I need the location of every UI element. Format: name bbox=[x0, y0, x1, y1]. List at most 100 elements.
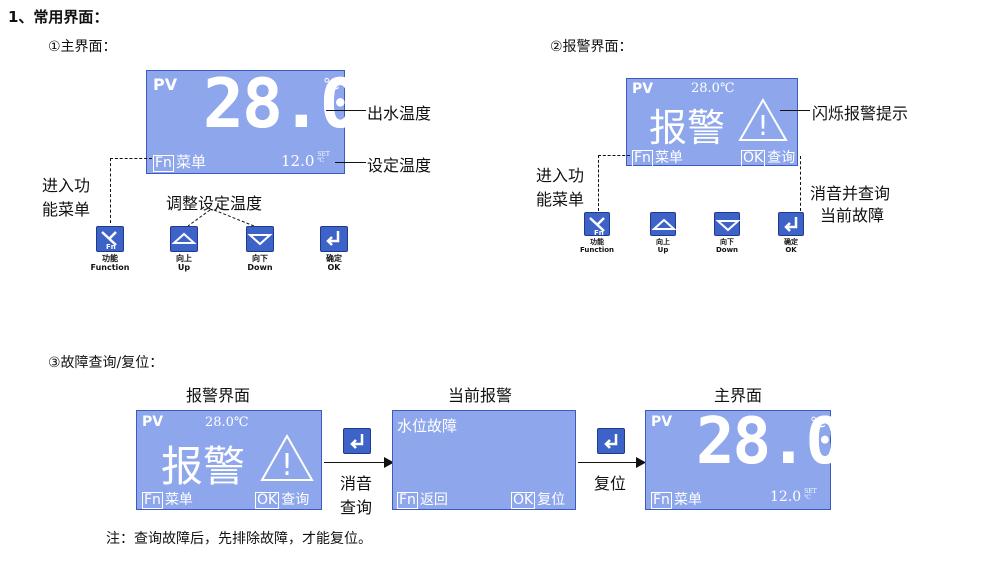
alarm-text: 报警 bbox=[161, 442, 246, 491]
set-sup: SET℃ bbox=[317, 151, 330, 164]
label-mute: 消音 bbox=[340, 474, 373, 493]
ok-button-arrow1[interactable] bbox=[343, 428, 371, 454]
pv-label: PV bbox=[142, 414, 164, 430]
section-heading: 1、常用界面： bbox=[8, 8, 109, 26]
small-temp: 28.0℃ bbox=[205, 415, 249, 430]
dashed-line-v bbox=[110, 158, 111, 223]
small-temp: 28.0℃ bbox=[691, 81, 735, 96]
adjust-dash-lines bbox=[187, 209, 255, 227]
pointer-line-set bbox=[335, 162, 366, 163]
set-value: 12.0 bbox=[281, 152, 315, 170]
button-down[interactable] bbox=[246, 226, 274, 252]
button-up[interactable] bbox=[170, 226, 198, 252]
label-enter-fn-1: 进入功 bbox=[42, 176, 91, 195]
note-text: 注：查询故障后，先排除故障，才能复位。 bbox=[106, 531, 372, 547]
arrow-line-2 bbox=[578, 462, 640, 463]
enter-icon bbox=[350, 434, 364, 449]
button-ok[interactable] bbox=[320, 226, 348, 252]
button-function[interactable]: Fn bbox=[584, 212, 610, 237]
heading-alarm-screen: 报警界面 bbox=[186, 386, 251, 405]
label-enter-fn-2b: 能菜单 bbox=[536, 190, 585, 209]
water-temp-display: 28.0 bbox=[203, 65, 361, 144]
heading-main-screen: 主界面 bbox=[714, 386, 763, 405]
main-screen-title: ①主界面： bbox=[48, 39, 117, 55]
label-set-temp: 设定温度 bbox=[367, 156, 432, 175]
label-reset: 复位 bbox=[594, 474, 627, 493]
button-function[interactable]: Fn bbox=[96, 226, 124, 252]
dashed-line-h2 bbox=[598, 155, 630, 156]
label-enter-fn-2: 能菜单 bbox=[42, 200, 91, 219]
svg-text:!: ! bbox=[757, 109, 768, 142]
label-flash-alarm: 闪烁报警提示 bbox=[812, 104, 909, 123]
heading-current-alarm: 当前报警 bbox=[448, 386, 513, 405]
warning-triangle-icon: ! bbox=[738, 97, 788, 142]
enter-icon bbox=[326, 231, 340, 246]
button-down[interactable] bbox=[714, 212, 741, 236]
enter-icon bbox=[784, 217, 798, 232]
degree-unit: ℃ bbox=[810, 415, 826, 431]
label-water-temp: 出水温度 bbox=[367, 104, 432, 123]
fault-reset-title: ③故障查询/复位： bbox=[48, 355, 164, 371]
svg-text:!: ! bbox=[281, 448, 293, 483]
pv-label: PV bbox=[153, 75, 178, 94]
fault-text: 水位故障 bbox=[397, 417, 458, 435]
degree-unit: ℃ bbox=[323, 75, 340, 93]
pointer-line-water bbox=[326, 110, 366, 111]
arrow-line-1 bbox=[324, 462, 388, 463]
pv-label: PV bbox=[632, 81, 654, 97]
chevron-up-icon bbox=[171, 232, 197, 244]
pv-label: PV bbox=[651, 414, 673, 430]
arrow-head-2 bbox=[636, 457, 646, 468]
ok-button-arrow2[interactable] bbox=[597, 428, 625, 454]
water-temp-display: 28.0 bbox=[696, 405, 844, 479]
dashed-line-h bbox=[110, 158, 152, 159]
pointer-line-flash bbox=[780, 110, 810, 111]
fn-box: Fn bbox=[153, 155, 174, 172]
warning-triangle-icon: ! bbox=[260, 433, 314, 483]
fn-wrench-icon: Fn bbox=[589, 217, 605, 237]
label-adjust-set: 调整设定温度 bbox=[166, 194, 263, 213]
arrow-head-1 bbox=[384, 457, 394, 468]
svg-text:Fn: Fn bbox=[594, 229, 604, 237]
button-ok[interactable] bbox=[778, 212, 804, 236]
chevron-up-icon bbox=[651, 218, 677, 230]
chevron-down-icon bbox=[715, 220, 741, 232]
dashed-line-v2 bbox=[598, 155, 599, 211]
label-mute-query-1: 消音并查询 bbox=[810, 184, 891, 203]
label-mute-query-2: 当前故障 bbox=[820, 206, 885, 225]
dashed-line-ok bbox=[800, 156, 801, 211]
label-enter-fn-1b: 进入功 bbox=[536, 166, 585, 185]
chevron-down-icon bbox=[247, 234, 273, 246]
svg-text:Fn: Fn bbox=[106, 243, 116, 251]
button-up[interactable] bbox=[650, 212, 677, 236]
fn-wrench-icon: Fn bbox=[101, 231, 117, 251]
menu-text: 菜单 bbox=[175, 153, 206, 171]
alarm-screen-title: ②报警界面： bbox=[550, 39, 633, 55]
alarm-text: 报警 bbox=[649, 106, 726, 150]
label-query: 查询 bbox=[340, 498, 373, 517]
enter-icon bbox=[604, 434, 618, 449]
